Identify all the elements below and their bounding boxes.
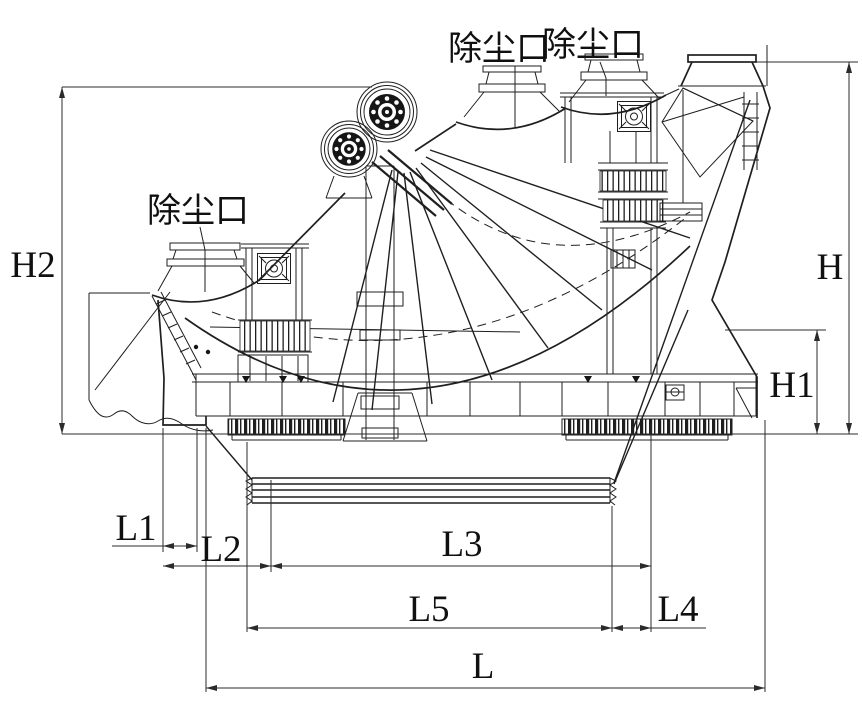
dim-label-l3: L3 (441, 524, 482, 565)
dimension-l1: L1 (112, 508, 197, 549)
dim-label-l4: L4 (657, 589, 698, 630)
dimension-l: L (206, 646, 765, 691)
spring-isolators-right (561, 418, 733, 441)
dust-port-middle (455, 65, 567, 131)
vibration-exciter-front (320, 120, 378, 199)
dimension-h: H (817, 62, 852, 434)
dim-label-h: H (817, 247, 844, 288)
base-frame (192, 373, 758, 442)
dim-label-l1: L1 (115, 508, 156, 549)
dust-port-label-middle: 除尘口 (448, 30, 550, 68)
central-column (356, 165, 404, 440)
underflow-bellows (245, 477, 617, 506)
dust-port-label-right: 除尘口 (542, 26, 644, 64)
port-labels: 除尘口 除尘口 除尘口 (147, 26, 644, 292)
dim-label-h1: H1 (769, 365, 814, 406)
suspension-straps (205, 99, 751, 485)
vibration-exciter-rear (356, 81, 418, 143)
dim-label-h2: H2 (10, 245, 55, 286)
dimension-l3: L3 (271, 524, 651, 569)
dimension-l5: L5 (247, 589, 612, 631)
dim-label-l2: L2 (200, 529, 241, 570)
discharge-chute (88, 291, 214, 432)
dimension-system: H2 H H1 L1 L2 L3 L5 L4 (10, 61, 858, 692)
spring-isolators-left (227, 418, 346, 441)
dimension-l4: L4 (612, 589, 706, 631)
dimension-l2: L2 (163, 529, 271, 570)
dim-label-l: L (472, 646, 495, 687)
fan-ribs (332, 149, 691, 411)
dust-port-label-left: 除尘口 (147, 192, 249, 230)
feed-inlet (661, 45, 768, 203)
dimension-h1: H1 (769, 330, 820, 434)
deck-curves (184, 179, 691, 391)
dimension-h2: H2 (10, 87, 65, 434)
support-tower-right (560, 92, 703, 374)
support-tower-left (237, 243, 312, 383)
dust-port-right (560, 53, 667, 116)
dim-label-l5: L5 (408, 589, 449, 630)
